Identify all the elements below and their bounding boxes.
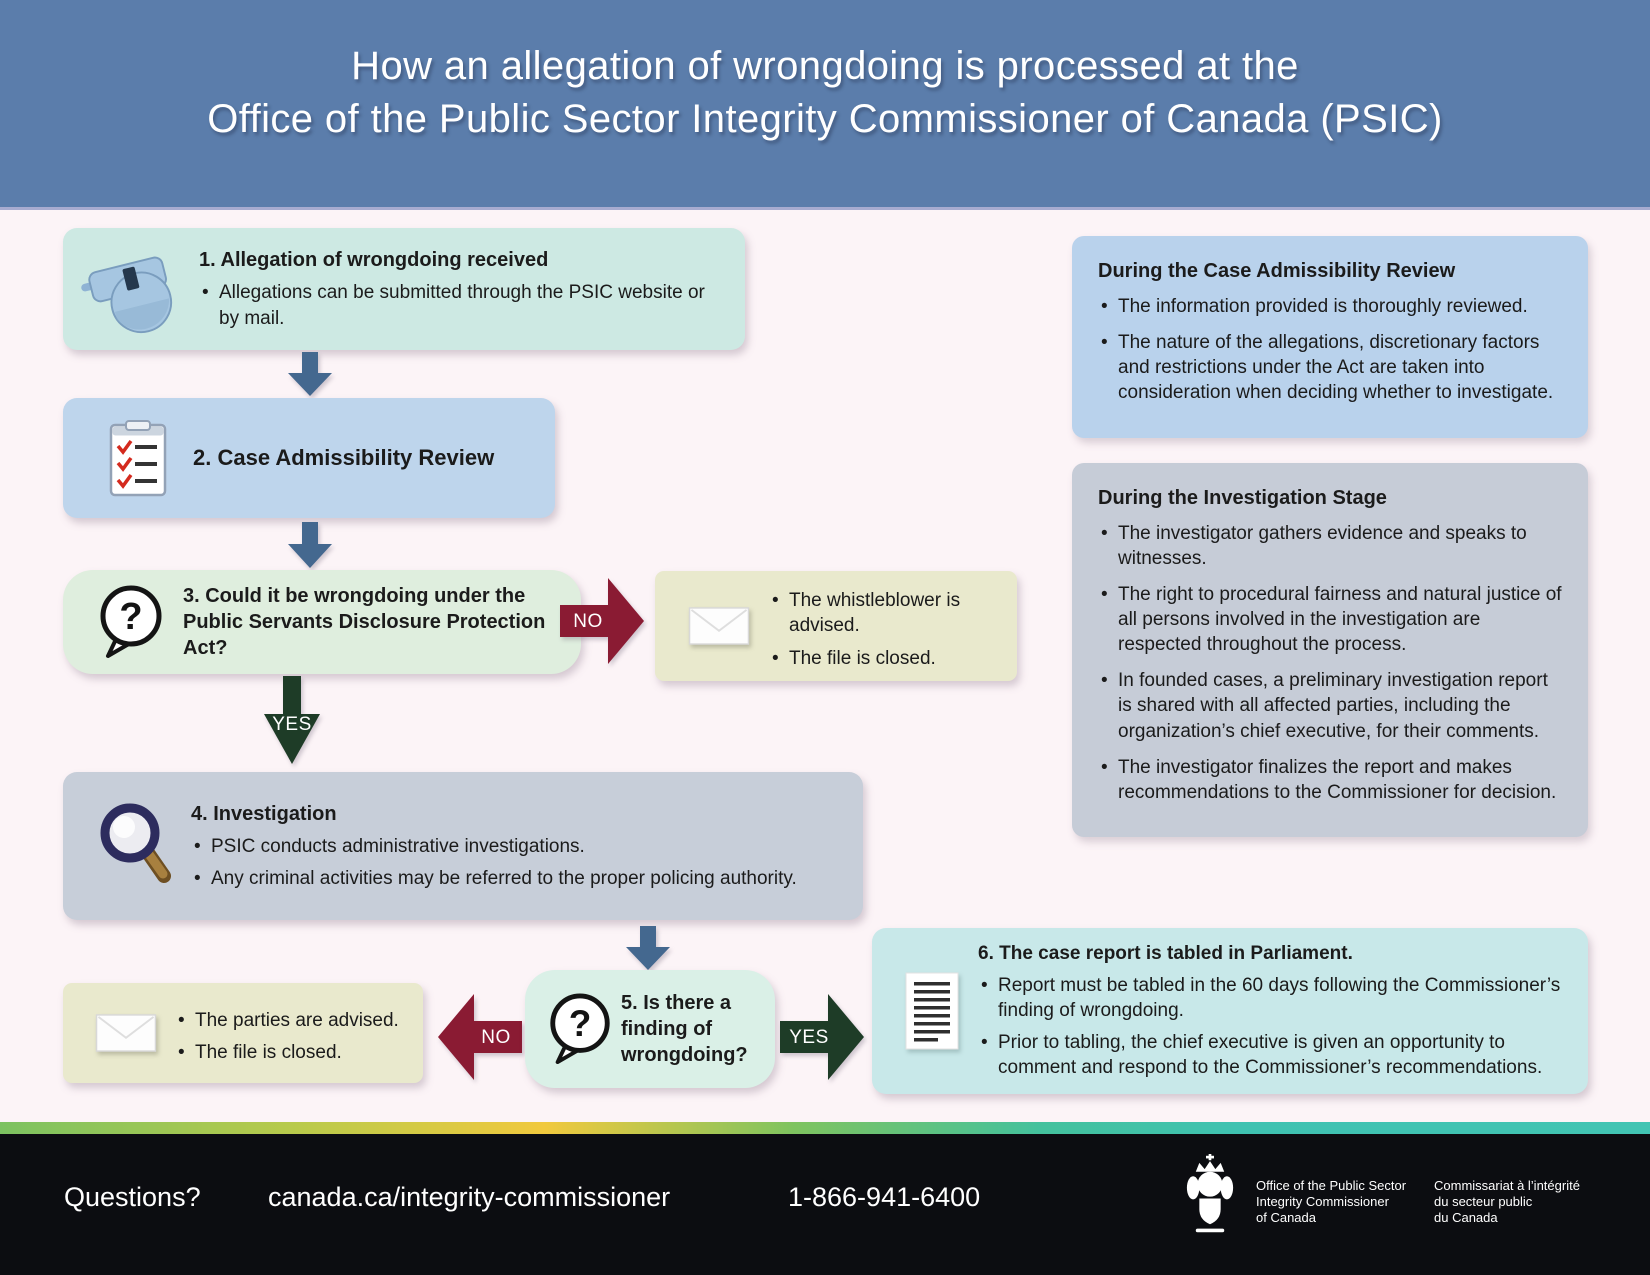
yes-arrow-right: YES [780, 994, 864, 1085]
bullet-item: The file is closed. [175, 1040, 413, 1065]
step-6-report-tabled: 6. The case report is tabled in Parliame… [872, 928, 1588, 1094]
step-6-title: 6. The case report is tabled in Parliame… [978, 942, 1353, 964]
flow-arrow-down-3 [626, 926, 670, 975]
step-3-title: 3. Could it be wrongdoing under the Publ… [183, 585, 546, 659]
panel-2-title: During the Investigation Stage [1098, 487, 1387, 509]
no-label: NO [573, 611, 603, 632]
envelope-icon [669, 607, 769, 645]
panel-investigation-stage: During the Investigation Stage The inves… [1072, 463, 1588, 837]
envelope-icon [77, 1014, 175, 1052]
footer-logo-text-en: Office of the Public Sector Integrity Co… [1256, 1178, 1406, 1226]
step-1-title: 1. Allegation of wrongdoing received [199, 249, 549, 272]
yes-label: YES [789, 1027, 829, 1048]
step-2-title: 2. Case Admissibility Review [193, 444, 495, 470]
bullet-item: The investigator finalizes the report an… [1098, 755, 1562, 805]
bullet-item: The whistleblower is advised. [769, 588, 1005, 638]
bullet-item: The nature of the allegations, discretio… [1098, 330, 1562, 405]
footer-phone: 1-866-941-6400 [788, 1182, 981, 1212]
no-arrow-right: NO [560, 578, 644, 669]
flow-arrow-down-2 [288, 522, 332, 573]
page-title-line1: How an allegation of wrongdoing is proce… [351, 44, 1299, 88]
step-1-allegation-received: 1. Allegation of wrongdoing received All… [63, 228, 745, 350]
footer-website: canada.ca/integrity-commissioner [268, 1182, 671, 1212]
bullet-item: The investigator gathers evidence and sp… [1098, 521, 1562, 571]
header-banner: How an allegation of wrongdoing is proce… [0, 0, 1650, 210]
bullet-item: Report must be tabled in the 60 days fol… [978, 973, 1568, 1023]
logo-en-line: of Canada [1256, 1210, 1316, 1225]
result-parties-advised: The parties are advised. The file is clo… [63, 983, 423, 1083]
result-1-bullets: The whistleblower is advised. The file i… [769, 588, 1005, 670]
panel-2-bullets: The investigator gathers evidence and sp… [1098, 521, 1562, 805]
bullet-item: In founded cases, a preliminary investig… [1098, 668, 1562, 743]
question-bubble-icon: ? [79, 583, 183, 661]
step-4-title: 4. Investigation [191, 802, 337, 825]
panel-case-admissibility-review: During the Case Admissibility Review The… [1072, 236, 1588, 438]
bullet-item: Allegations can be submitted through the… [199, 280, 727, 330]
magnifier-icon [81, 802, 191, 890]
logo-en-line: Integrity Commissioner [1256, 1194, 1389, 1209]
step-1-bullets: Allegations can be submitted through the… [199, 280, 727, 330]
logo-fr-line: du Canada [1434, 1210, 1498, 1225]
yes-arrow-down: YES [262, 676, 322, 769]
step-6-bullets: Report must be tabled in the 60 days fol… [978, 973, 1568, 1080]
report-document-icon [886, 972, 978, 1050]
bullet-item: PSIC conducts administrative investigati… [191, 834, 847, 859]
bullet-item: The file is closed. [769, 646, 1005, 671]
footer-questions-label: Questions? [64, 1182, 201, 1212]
step-4-bullets: PSIC conducts administrative investigati… [191, 834, 847, 891]
checklist-icon [83, 419, 193, 497]
page-title-line2: Office of the Public Sector Integrity Co… [207, 96, 1443, 141]
step-2-case-admissibility-review: 2. Case Admissibility Review [63, 398, 555, 518]
logo-fr-line: Commissariat à l’intégrité [1434, 1178, 1580, 1193]
footer-logo-text-fr: Commissariat à l’intégrité du secteur pu… [1434, 1178, 1580, 1226]
bullet-item: The information provided is thoroughly r… [1098, 294, 1562, 319]
flow-arrow-down-1 [288, 352, 332, 401]
footer-bar: Questions? canada.ca/integrity-commissio… [0, 1134, 1650, 1275]
question-bubble-icon: ? [539, 991, 621, 1067]
logo-fr-line: du secteur public [1434, 1194, 1533, 1209]
no-arrow-left: NO [438, 994, 522, 1085]
whistle-icon [71, 239, 199, 339]
result-whistleblower-advised: The whistleblower is advised. The file i… [655, 571, 1017, 681]
bullet-item: Any criminal activities may be referred … [191, 866, 847, 891]
bullet-item: Prior to tabling, the chief executive is… [978, 1030, 1568, 1080]
svg-text:?: ? [569, 1003, 592, 1044]
canada-coat-of-arms-icon [1183, 1154, 1237, 1239]
svg-text:?: ? [119, 596, 142, 638]
logo-en-line: Office of the Public Sector [1256, 1178, 1407, 1193]
bullet-item: The right to procedural fairness and nat… [1098, 582, 1562, 657]
panel-1-bullets: The information provided is thoroughly r… [1098, 294, 1562, 405]
gradient-divider [0, 1122, 1650, 1134]
step-5-finding-question: ? 5. Is there a finding of wrongdoing? [525, 970, 775, 1088]
step-5-title: 5. Is there a finding of wrongdoing? [621, 992, 748, 1066]
yes-label: YES [272, 714, 312, 735]
step-4-investigation: 4. Investigation PSIC conducts administr… [63, 772, 863, 920]
panel-1-title: During the Case Admissibility Review [1098, 260, 1456, 282]
result-2-bullets: The parties are advised. The file is clo… [175, 1008, 413, 1065]
bullet-item: The parties are advised. [175, 1008, 413, 1033]
no-label: NO [481, 1027, 511, 1048]
step-3-wrongdoing-question: ? 3. Could it be wrongdoing under the Pu… [63, 570, 581, 674]
